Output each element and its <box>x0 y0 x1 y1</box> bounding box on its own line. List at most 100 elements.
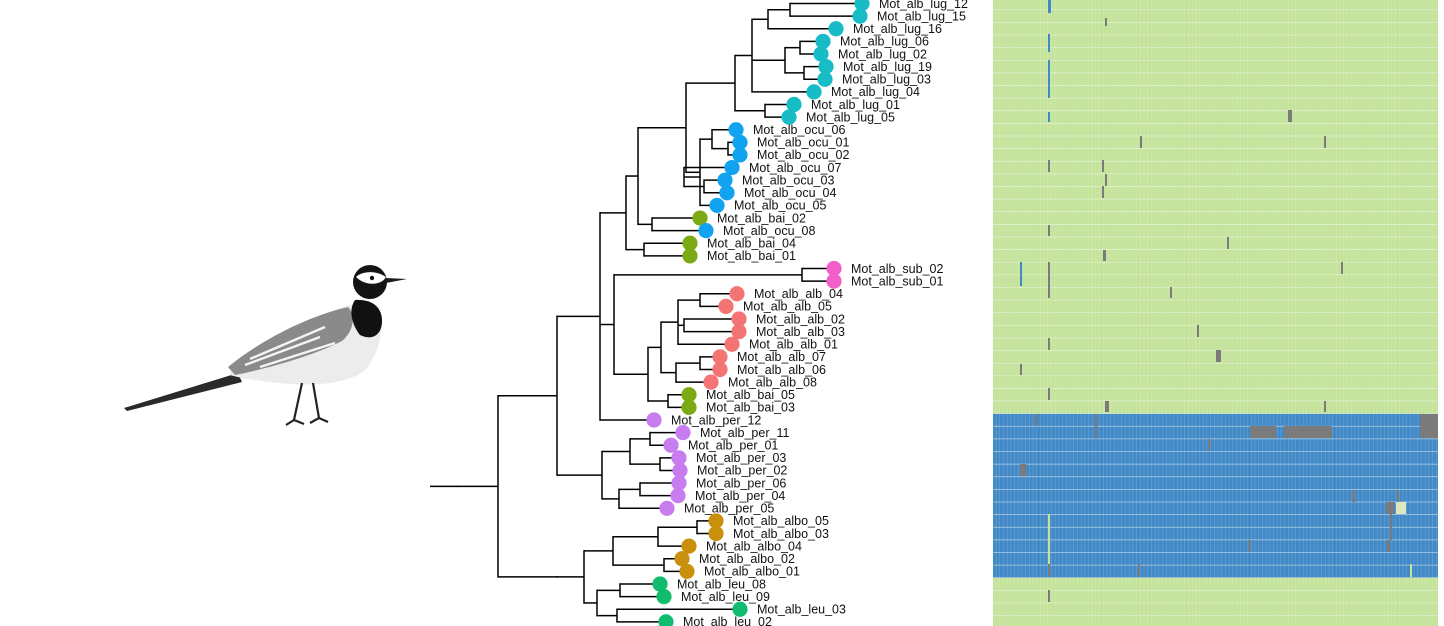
heatmap-mark <box>1048 514 1050 577</box>
heatmap-mark <box>1248 540 1250 552</box>
wagtail-eye <box>369 275 375 281</box>
tip-label: Mot_alb_albo_03 <box>733 527 829 541</box>
tip-point-lug <box>813 46 829 62</box>
tip-point-albo <box>681 538 697 554</box>
heatmap-mark <box>1102 186 1104 198</box>
tip-label: Mot_alb_alb_06 <box>737 363 826 377</box>
tip-point-albo <box>679 563 695 580</box>
heatmap-mark <box>1048 0 1051 13</box>
heatmap-mark <box>1284 426 1332 438</box>
tip-point-per <box>646 412 662 428</box>
tip-label: Mot_alb_per_11 <box>700 426 789 440</box>
tip-label: Mot_alb_ocu_08 <box>723 224 815 238</box>
tip-label: Mot_alb_bai_01 <box>707 249 796 263</box>
tip-label: Mot_alb_bai_04 <box>707 237 796 251</box>
tip-label: Mot_alb_lug_02 <box>838 47 927 61</box>
heatmap-mark <box>1048 60 1050 98</box>
tip-label: Mot_alb_lug_12 <box>879 0 968 11</box>
tip-label: Mot_alb_bai_02 <box>717 211 806 225</box>
heatmap-row <box>993 464 1438 477</box>
heatmap-mark <box>1170 287 1172 298</box>
tip-label: Mot_alb_alb_02 <box>756 312 845 326</box>
heatmap-mark <box>1105 174 1107 186</box>
heatmap-mark <box>1197 325 1199 337</box>
heatmap-row <box>993 476 1438 490</box>
heatmap-row <box>993 501 1438 515</box>
heatmap-mark <box>1048 112 1050 122</box>
tip-point-alb <box>712 361 728 378</box>
heatmap-mark <box>1105 18 1107 26</box>
wagtail-breast <box>351 299 382 338</box>
tip-label: Mot_alb_alb_01 <box>749 338 838 352</box>
tip-label: Mot_alb_albo_02 <box>699 552 795 566</box>
tip-point-sub <box>826 273 842 289</box>
heatmap-mark <box>1390 514 1392 540</box>
tip-point-lug <box>786 96 802 113</box>
tip-label: Mot_alb_ocu_02 <box>757 148 849 162</box>
tip-label: Mot_alb_bai_05 <box>706 388 795 402</box>
heatmap-mark <box>1103 250 1106 261</box>
tip-point-alb <box>731 324 747 340</box>
heatmap-mark <box>1397 490 1399 502</box>
heatmap-mark <box>1048 590 1050 602</box>
tip-label: Mot_alb_lug_05 <box>806 110 895 124</box>
heatmap-mark <box>1386 502 1394 514</box>
heatmap-row <box>993 539 1438 553</box>
heatmap-mark <box>1324 401 1326 412</box>
tip-point-lug <box>854 0 870 12</box>
wagtail-beak <box>386 278 407 283</box>
tip-point-albo <box>708 525 724 542</box>
heatmap-mark <box>1140 136 1142 148</box>
tip-label: Mot_alb_alb_08 <box>728 375 817 389</box>
tip-point-bai <box>682 248 698 264</box>
tip-point-lug <box>806 84 822 100</box>
tip-point-sub <box>826 260 842 277</box>
tip-point-albo <box>708 513 724 529</box>
wagtail-illustration <box>124 265 407 426</box>
tip-point-per <box>663 437 679 453</box>
tip-label: Mot_alb_alb_03 <box>756 325 845 339</box>
tip-point-ocu <box>717 172 733 188</box>
tip-label: Mot_alb_ocu_06 <box>753 123 845 137</box>
tip-point-lug <box>815 33 831 49</box>
tip-label: Mot_alb_ocu_03 <box>742 173 834 187</box>
tip-point-leu <box>658 614 674 626</box>
tip-label: Mot_alb_lug_06 <box>840 35 929 49</box>
heatmap-mark <box>1216 350 1221 362</box>
heatmap-mark <box>1250 426 1276 438</box>
tip-point-bai <box>681 399 697 415</box>
tip-point-albo <box>674 551 690 567</box>
tip-label: Mot_alb_albo_04 <box>706 539 802 553</box>
heatmap-row <box>993 527 1438 540</box>
heatmap-mark <box>1102 160 1104 172</box>
tip-point-leu <box>732 601 748 617</box>
tip-point-alb <box>703 374 719 390</box>
heatmap-mark <box>1048 160 1050 172</box>
tip-point-per <box>672 462 688 479</box>
heatmap-mark <box>1048 34 1050 52</box>
tip-label: Mot_alb_lug_03 <box>842 73 931 87</box>
tip-point-ocu <box>719 185 735 201</box>
heatmap-mark <box>1396 502 1406 514</box>
heatmap-row <box>993 489 1438 502</box>
wagtail-wing-stripes <box>244 325 336 369</box>
heatmap-mark <box>1352 490 1355 502</box>
tip-label: Mot_alb_per_12 <box>671 413 761 427</box>
tip-label: Mot_alb_alb_05 <box>743 300 832 314</box>
heatmap-mark <box>1095 414 1097 438</box>
tip-label: Mot_alb_bai_03 <box>706 401 795 415</box>
tip-point-per <box>671 475 687 491</box>
heatmap-mark <box>1227 237 1229 249</box>
heatmap-mark <box>1105 401 1109 412</box>
tip-point-per <box>670 488 686 504</box>
tip-label: Mot_alb_ocu_04 <box>744 186 836 200</box>
heatmap-mark <box>1020 262 1022 286</box>
wagtail-tail <box>124 373 242 411</box>
tip-label: Mot_alb_lug_04 <box>831 85 920 99</box>
heatmap-mark <box>1048 338 1050 350</box>
tip-point-ocu <box>728 122 744 138</box>
tip-point-alb <box>712 349 728 365</box>
tip-label: Mot_alb_leu_02 <box>683 615 772 626</box>
tip-label: Mot_alb_albo_01 <box>704 565 800 579</box>
